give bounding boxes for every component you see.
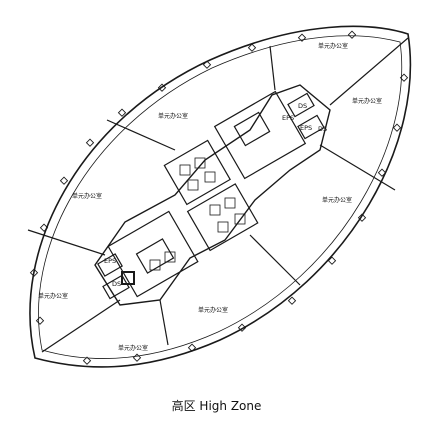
shaft-room	[297, 114, 325, 140]
room-label: 单元办公室	[72, 192, 102, 200]
room-label: 单元办公室	[352, 97, 382, 105]
room-label: 单元办公室	[198, 306, 228, 314]
inner-envelope	[38, 35, 403, 360]
room-label: 单元办公室	[38, 292, 68, 300]
partition-wall	[106, 119, 176, 151]
ds-label: DS	[318, 125, 327, 133]
room-label: 单元办公室	[322, 196, 352, 204]
room-label: 单元办公室	[158, 112, 188, 120]
partition-wall	[319, 144, 396, 191]
stair-lower	[135, 238, 175, 274]
ds-label: DS	[298, 102, 307, 110]
partition-wall	[41, 299, 121, 353]
shaft-room	[121, 271, 135, 285]
lift-bank-upper	[163, 139, 231, 206]
eps-label: EPS	[282, 114, 294, 122]
ds-label: DS	[112, 280, 121, 288]
column-markers	[29, 30, 409, 365]
elevator-symbols	[149, 157, 246, 271]
stair-upper	[233, 111, 271, 147]
shaft-room	[102, 274, 130, 300]
core-block-upper	[213, 90, 307, 180]
eps-label: EPS	[300, 124, 312, 132]
floor-plan-caption: 高区 High Zone	[171, 399, 262, 413]
partition-wall	[269, 45, 276, 91]
room-label: 单元办公室	[118, 344, 148, 352]
central-core	[94, 84, 331, 306]
shaft-room	[287, 92, 315, 118]
outer-envelope	[29, 25, 412, 368]
partition-wall	[249, 234, 301, 286]
partition-wall	[27, 229, 106, 256]
partition-wall	[159, 299, 169, 346]
eps-label: EPS	[104, 257, 116, 265]
lift-bank-mid	[186, 183, 259, 252]
room-label: 单元办公室	[318, 42, 348, 50]
shaft-room	[97, 253, 123, 277]
partition-wall	[329, 37, 409, 106]
